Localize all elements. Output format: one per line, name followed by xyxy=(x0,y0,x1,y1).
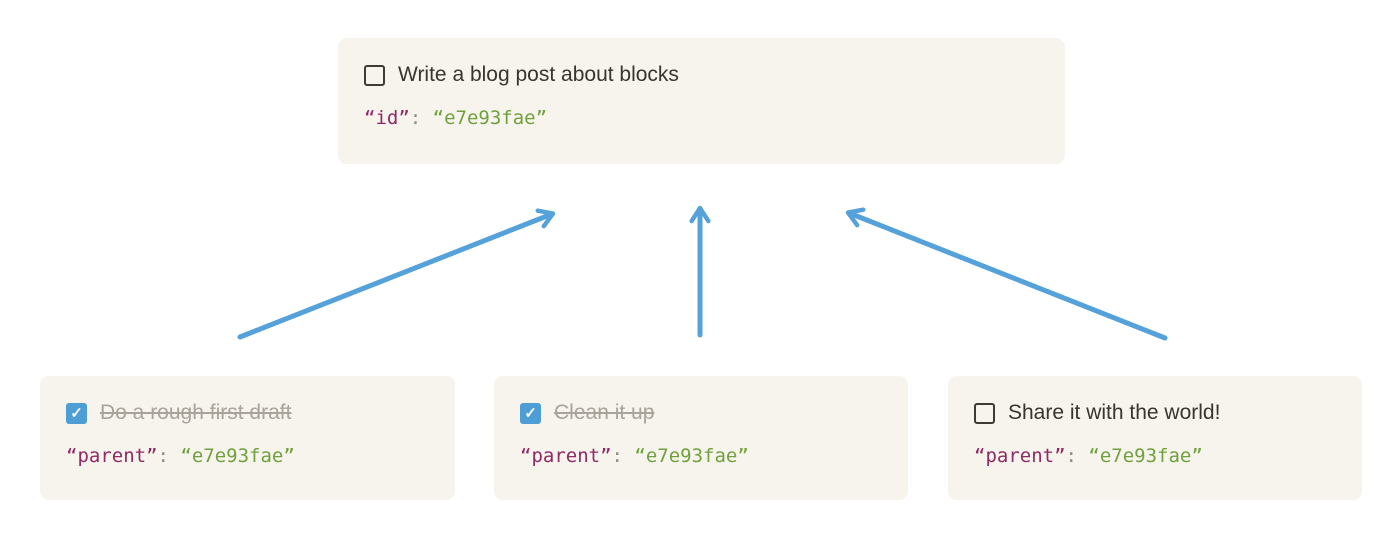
child-task-card-share: Share it with the world! “parent”: “e7e9… xyxy=(948,376,1362,500)
task-label: Do a rough first draft xyxy=(100,401,292,424)
code-key: “parent” xyxy=(974,445,1066,467)
task-label: Clean it up xyxy=(554,401,655,424)
code-value: “e7e93fae” xyxy=(180,445,295,467)
checkbox-icon[interactable]: ✓ xyxy=(520,402,541,424)
code-key: “parent” xyxy=(520,445,612,467)
code-value: “e7e93fae” xyxy=(1088,445,1203,467)
code-key: “parent” xyxy=(66,445,158,467)
code-value: “e7e93fae” xyxy=(634,445,749,467)
task-label: Write a blog post about blocks xyxy=(398,63,679,86)
checkbox-icon[interactable] xyxy=(364,64,385,86)
task-label: Share it with the world! xyxy=(1008,401,1221,424)
checkbox-icon[interactable]: ✓ xyxy=(66,402,87,424)
code-line: “id”: “e7e93fae” xyxy=(364,106,1039,130)
task-row: ✓ Clean it up xyxy=(520,401,882,424)
checkbox-icon[interactable] xyxy=(974,402,995,424)
code-separator: : xyxy=(157,445,181,467)
task-row: ✓ Do a rough first draft xyxy=(66,401,429,424)
task-row: Write a blog post about blocks xyxy=(364,63,1039,86)
code-separator: : xyxy=(409,107,433,129)
code-value: “e7e93fae” xyxy=(432,107,548,129)
code-line: “parent”: “e7e93fae” xyxy=(66,444,429,468)
task-row: Share it with the world! xyxy=(974,401,1336,424)
child-task-card-draft: ✓ Do a rough first draft “parent”: “e7e9… xyxy=(40,376,455,500)
code-line: “parent”: “e7e93fae” xyxy=(520,444,882,468)
arrow-from-share-to-parent-icon xyxy=(845,207,1168,341)
code-separator: : xyxy=(611,445,635,467)
code-separator: : xyxy=(1065,445,1089,467)
code-line: “parent”: “e7e93fae” xyxy=(974,444,1336,468)
parent-task-card: Write a blog post about blocks “id”: “e7… xyxy=(338,38,1065,164)
code-key: “id” xyxy=(364,107,410,129)
child-task-card-clean: ✓ Clean it up “parent”: “e7e93fae” xyxy=(494,376,908,500)
arrow-from-draft-to-parent-icon xyxy=(237,208,556,340)
